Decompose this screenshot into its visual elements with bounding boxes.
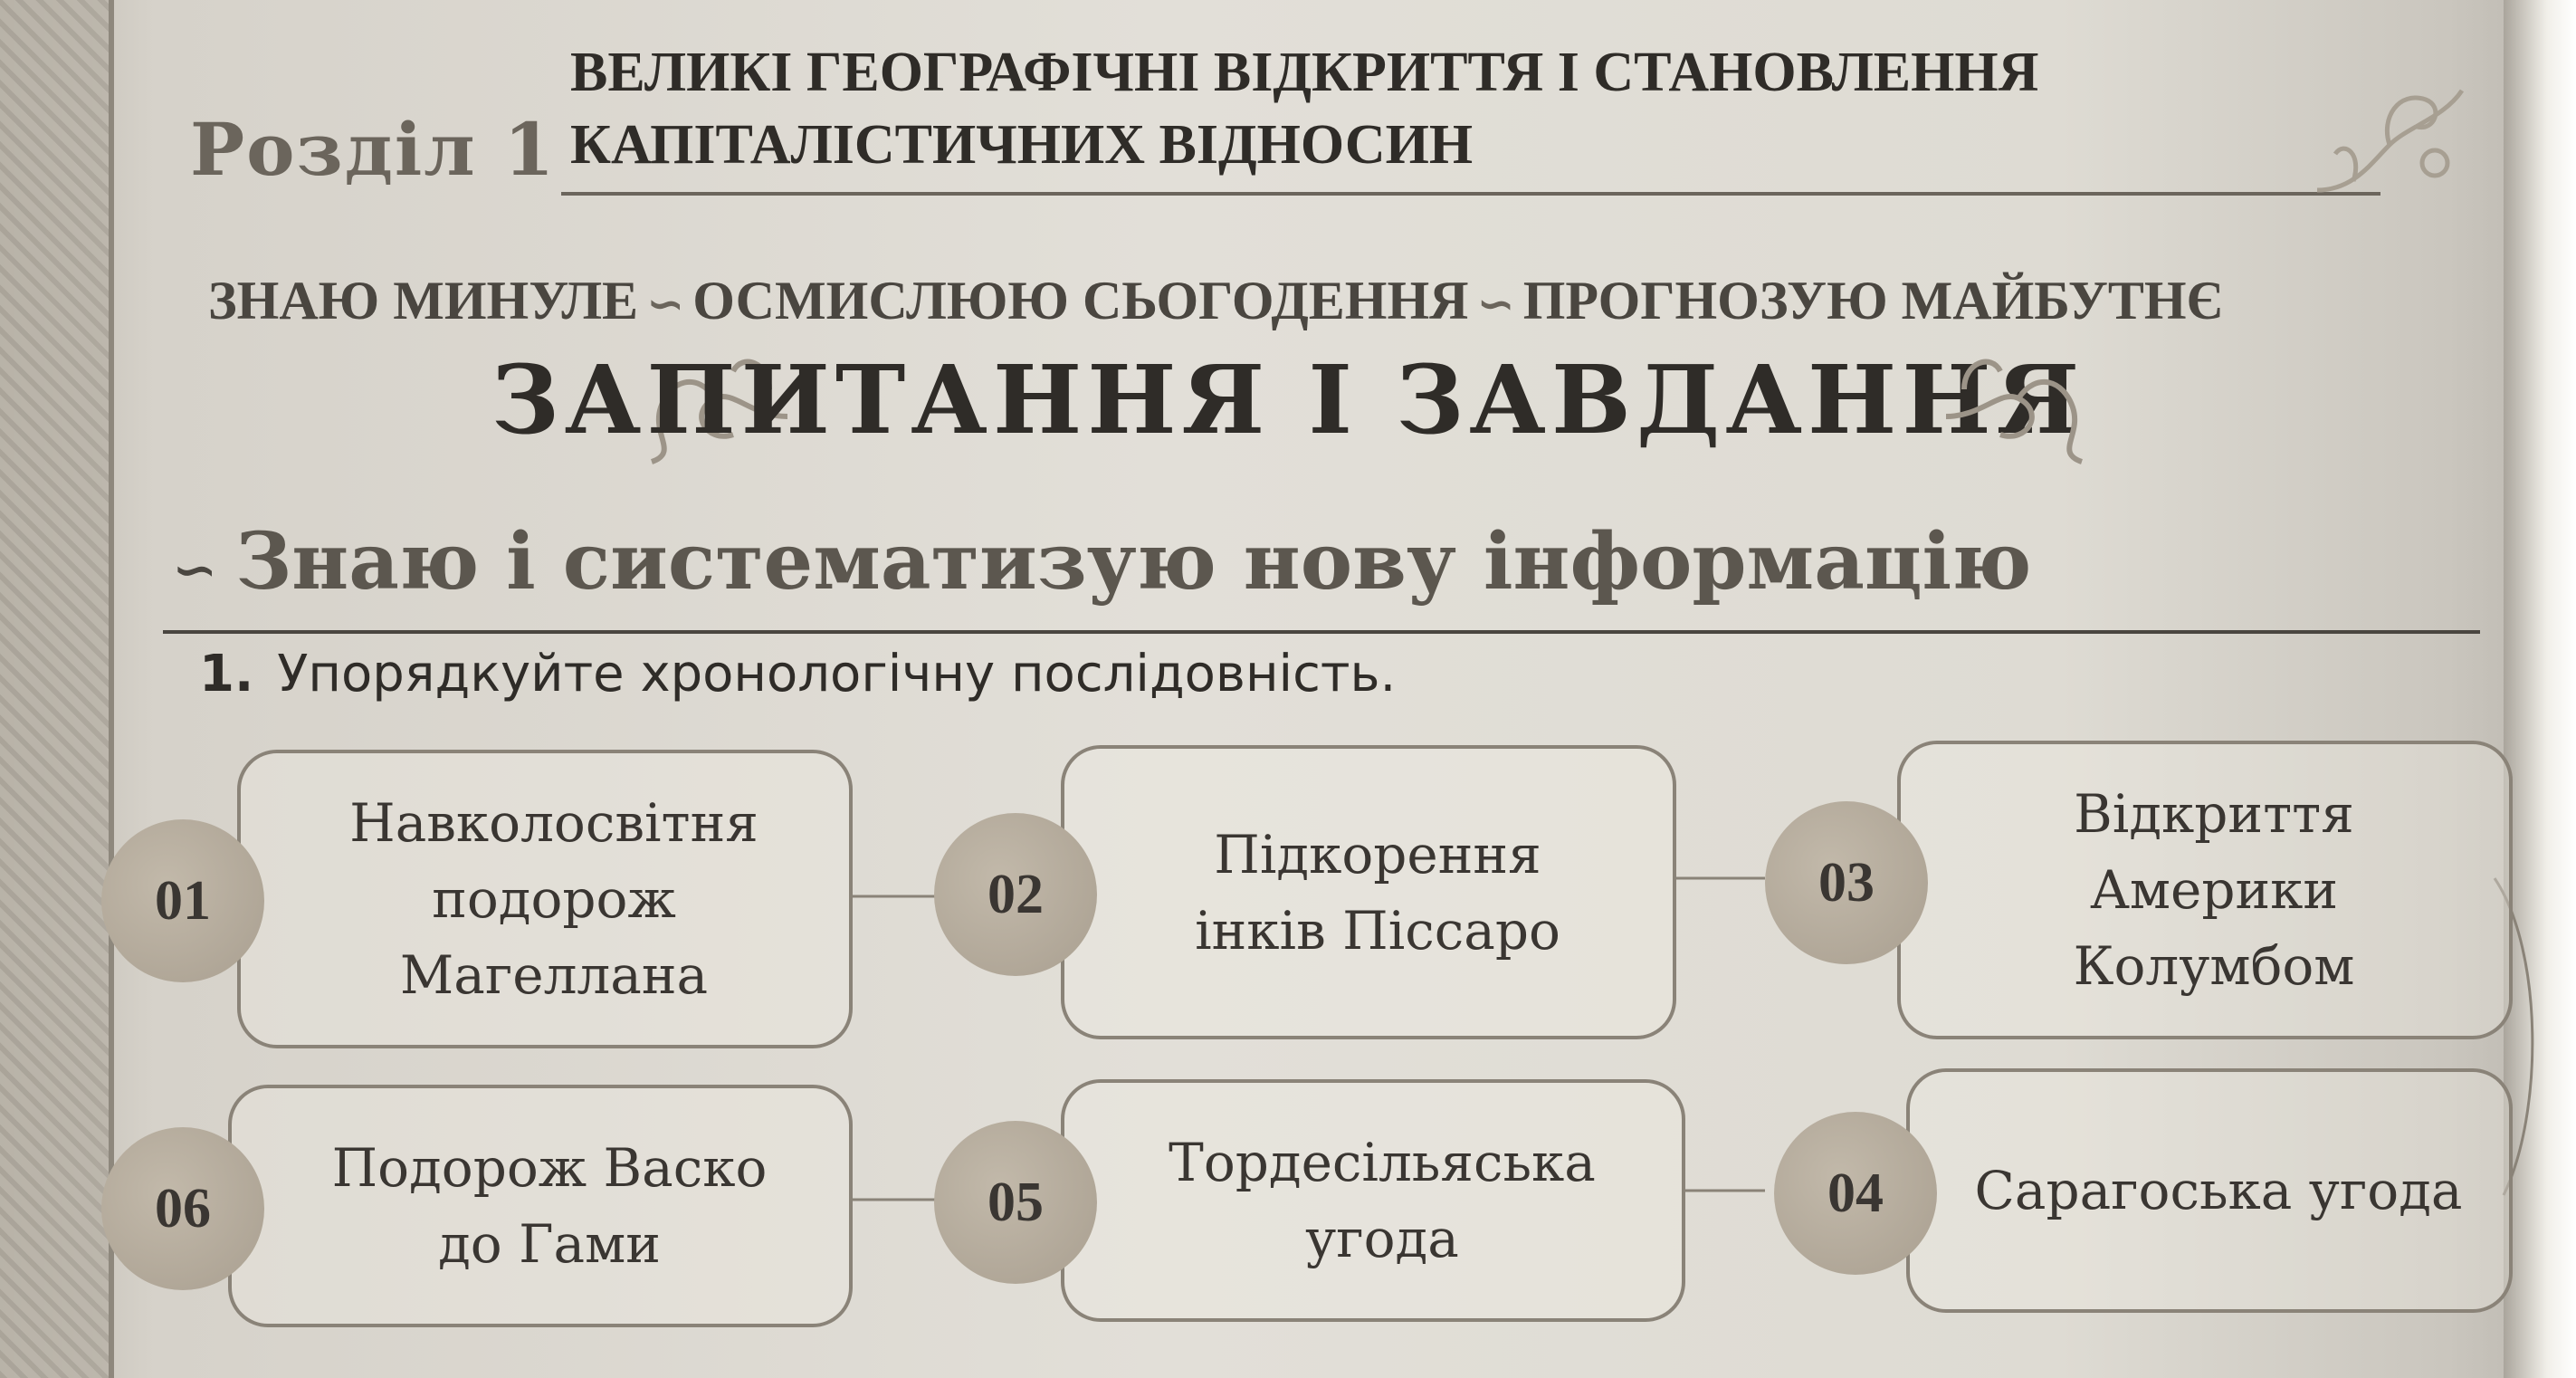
motto-part3: ПРОГНОЗУЮ МАЙБУТНЄ <box>1522 271 2224 330</box>
page-right-edge <box>2504 0 2576 1378</box>
timeline-box-text: Відкриття Америки Колумбом <box>2073 783 2355 997</box>
chapter-title-line1: ВЕЛИКІ ГЕОГРАФІЧНІ ВІДКРИТТЯ І СТАНОВЛЕН… <box>570 42 2039 103</box>
chapter-title-line2: КАПІТАЛІСТИЧНИХ ВІДНОСИН <box>570 114 1474 176</box>
timeline-box-text: Підкорення інків Піссаро <box>1195 823 1560 962</box>
task-text: Упорядкуйте хронологічну послідовність. <box>277 645 1397 703</box>
step-number-02: 02 <box>934 813 1097 976</box>
motto-part2: ОСМИСЛЮЮ СЬОГОДЕННЯ <box>692 271 1469 330</box>
subheading: ∽ Знаю і систематизую нову інформацію <box>172 516 2031 608</box>
timeline-box-02: Підкорення інків Піссаро <box>1061 745 1676 1039</box>
swirl-icon: ∽ <box>1477 281 1514 329</box>
step-number-06: 06 <box>101 1127 264 1290</box>
step-number-03: 03 <box>1765 801 1928 964</box>
flourish-ornament-icon <box>650 359 788 464</box>
chapter-title: ВЕЛИКІ ГЕОГРАФІЧНІ ВІДКРИТТЯ І СТАНОВЛЕН… <box>570 36 2038 181</box>
section-label: Розділ 1 <box>190 107 557 192</box>
timeline-box-text: Подорож Васко до Гами <box>331 1137 768 1275</box>
timeline-box-04: Сарагоська угода <box>1906 1068 2513 1313</box>
left-border-line <box>109 0 114 1378</box>
timeline-box-03: Відкриття Америки Колумбом <box>1897 741 2513 1039</box>
subheading-text: Знаю і систематизую нову інформацію <box>235 516 2032 608</box>
timeline-box-06: Подорож Васко до Гами <box>228 1085 853 1327</box>
step-number-01: 01 <box>101 819 264 982</box>
flourish-ornament-icon <box>1945 359 2084 464</box>
chapter-underline <box>561 192 2380 196</box>
motto-line: ЗНАЮ МИНУЛЕ∽ОСМИСЛЮЮ СЬОГОДЕННЯ∽ПРОГНОЗУ… <box>208 270 2471 332</box>
subheading-underline <box>163 630 2480 634</box>
task-number: 1. <box>199 645 254 703</box>
questions-title: ЗАПИТАННЯ І ЗАВДАННЯ <box>491 344 2085 455</box>
step-number-05: 05 <box>934 1121 1097 1284</box>
swirl-icon: ∽ <box>172 539 218 602</box>
swirl-icon: ∽ <box>647 281 684 329</box>
flourish-ornament-icon <box>2316 89 2465 193</box>
motto-part1: ЗНАЮ МИНУЛЕ <box>208 271 639 330</box>
ornamental-left-border <box>0 0 109 1378</box>
task-1: 1. Упорядкуйте хронологічну послідовність… <box>199 645 1396 703</box>
timeline-box-01: Навколосвітня подорож Магеллана <box>237 750 853 1048</box>
timeline-box-text: Тордесільяська угода <box>1169 1132 1596 1269</box>
timeline-box-05: Тордесільяська угода <box>1061 1079 1685 1322</box>
timeline-box-text: Сарагоська угода <box>1974 1160 2463 1221</box>
timeline-box-text: Навколосвітня подорож Магеллана <box>349 792 758 1006</box>
step-number-04: 04 <box>1774 1112 1937 1275</box>
